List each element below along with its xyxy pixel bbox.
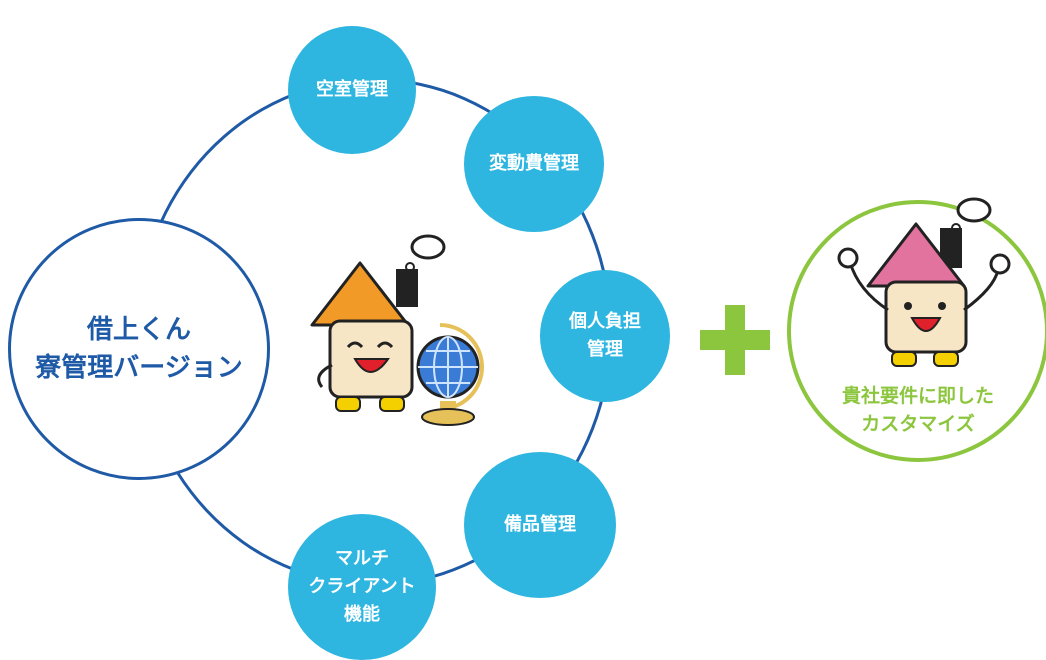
pink-house-mascot-illustration <box>837 197 1011 367</box>
feature-bubble-vacancy: 空室管理 <box>288 26 416 154</box>
customize-line1: 貴社要件に即した <box>841 385 994 407</box>
feature-label: クライアント <box>308 576 416 597</box>
house-mascot-with-globe-illustration <box>310 234 484 426</box>
feature-bubble-personal-burden: 個人負担 管理 <box>540 270 670 402</box>
product-version: 寮管理バージョン <box>35 353 243 383</box>
feature-bubble-multi-client: マルチ クライアント 機能 <box>288 514 436 660</box>
feature-label: 備品管理 <box>504 514 576 535</box>
product-circle: 借上くん 寮管理バージョン <box>8 218 270 480</box>
customize-line2: カスタマイズ <box>861 413 975 435</box>
feature-bubble-variable-cost: 変動費管理 <box>464 96 604 232</box>
feature-label: 空室管理 <box>316 79 388 100</box>
feature-label: マルチ <box>335 548 389 569</box>
feature-label: 管理 <box>587 339 623 360</box>
feature-label: 機能 <box>344 604 380 625</box>
product-name: 借上くん <box>86 315 191 345</box>
feature-label: 個人負担 <box>569 311 641 332</box>
feature-bubble-equipment: 備品管理 <box>464 452 616 598</box>
feature-label: 変動費管理 <box>489 153 579 174</box>
plus-icon <box>700 305 770 375</box>
plus-icon-horizontal-bar <box>700 330 770 350</box>
customize-text: 貴社要件に即した カスタマイズ <box>787 382 1046 438</box>
